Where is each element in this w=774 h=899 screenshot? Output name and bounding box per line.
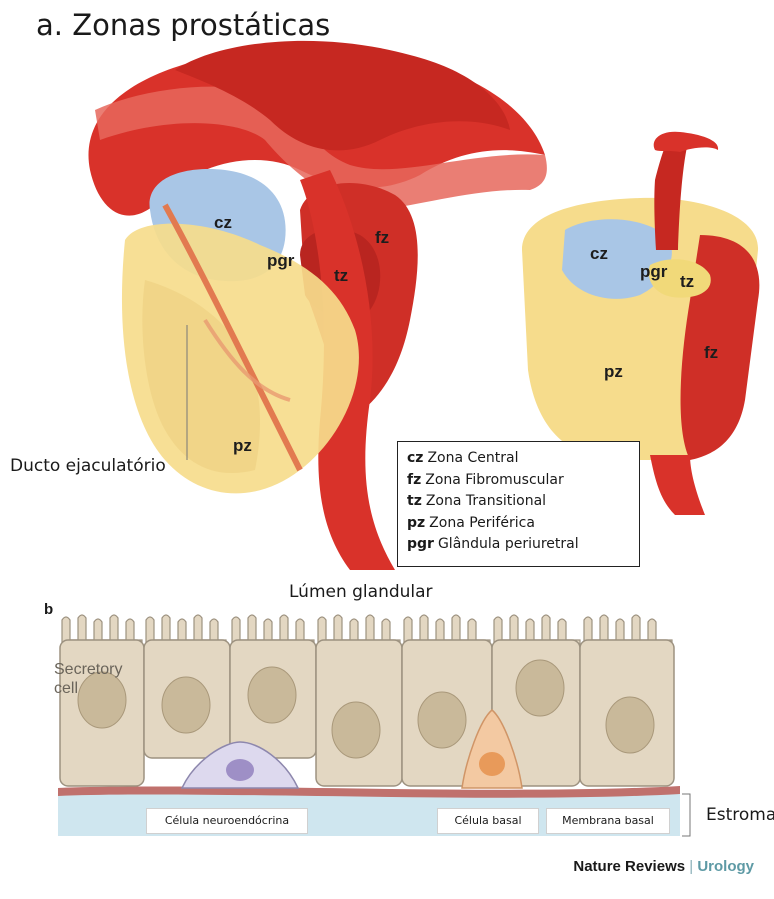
stroma-bracket <box>682 794 690 836</box>
stroma-label: Estroma <box>706 805 774 825</box>
nucleus <box>606 697 654 753</box>
section-urethra-bottom <box>650 455 705 515</box>
credit-line: Nature Reviews | Urology <box>573 858 754 875</box>
fz-label-section: fz <box>704 343 718 363</box>
neuroendocrine-label: Célula neuroendócrina <box>146 808 308 834</box>
basal-nucleus <box>479 752 505 776</box>
nucleus <box>332 702 380 758</box>
section-urethra-top <box>654 132 718 152</box>
basal-membrane-label: Membrana basal <box>546 808 670 834</box>
nucleus <box>418 692 466 748</box>
ducto-label: Ducto ejaculatório <box>10 456 166 476</box>
secretory-cell-label: Secretory cell <box>54 660 144 698</box>
cz-label-main: cz <box>214 213 232 233</box>
pz-label-main: pz <box>233 436 252 456</box>
pz-label-section: pz <box>604 362 623 382</box>
nucleus <box>162 677 210 733</box>
lumen-label: Lúmen glandular <box>289 582 433 602</box>
credit-journal: Nature Reviews <box>573 858 685 875</box>
nucleus <box>248 667 296 723</box>
nucleus <box>516 660 564 716</box>
pgr-label-section: pgr <box>640 262 667 282</box>
fz-label-main: fz <box>375 228 389 248</box>
cz-label-section: cz <box>590 244 608 264</box>
pgr-label-main: pgr <box>267 251 294 271</box>
credit-separator: | <box>689 858 693 875</box>
basal-cell-label: Célula basal <box>437 808 539 834</box>
prostate-zones-diagram <box>0 0 774 580</box>
neuroendocrine-nucleus <box>226 759 254 781</box>
tz-label-section: tz <box>680 272 694 292</box>
credit-section: Urology <box>697 858 754 875</box>
tz-label-main: tz <box>334 266 348 286</box>
